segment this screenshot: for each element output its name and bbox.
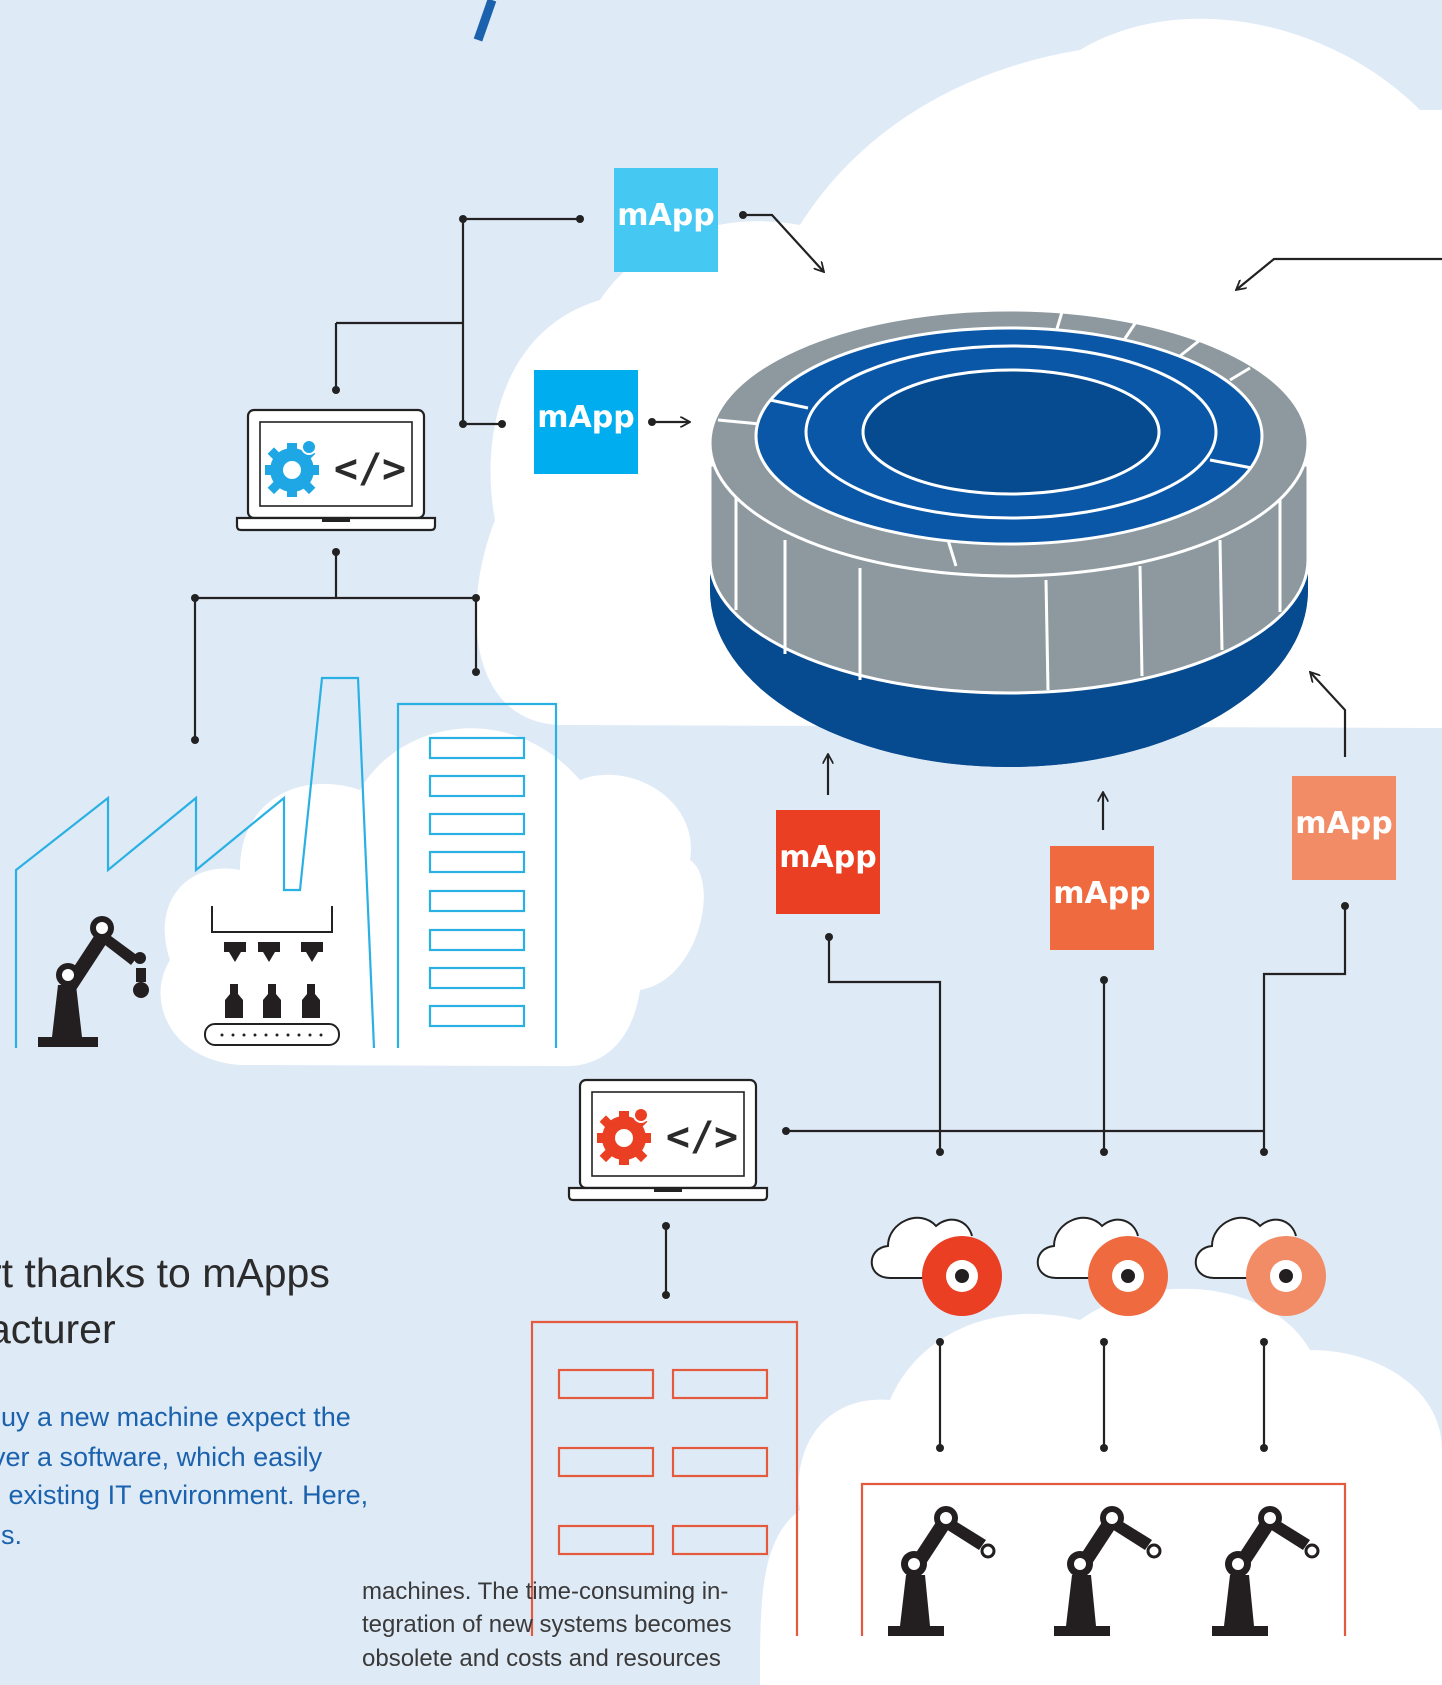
factory-outline-icon: [14, 676, 558, 1049]
article-heading-line-2: acturer: [0, 1306, 116, 1352]
industrial-robot-arm-icon: [888, 1506, 996, 1636]
factory-cloud: [160, 728, 704, 1067]
article-intro-line-2: iver a software, which easily: [0, 1442, 323, 1472]
mapp-label: mApp: [1053, 876, 1150, 911]
mapp-tile-red[interactable]: mApp: [776, 810, 880, 914]
plant-building-outline: [530, 1320, 799, 1636]
mapp-tile-orange[interactable]: mApp: [1050, 846, 1154, 950]
code-symbol: </>: [334, 446, 406, 492]
connector-dots: [191, 211, 1349, 1452]
article-body-line-3: obsolete and costs and resources: [362, 1645, 721, 1672]
article-body-line-1: machines. The time-consuming in-: [362, 1578, 729, 1605]
red-gear-icon: [597, 1107, 651, 1165]
mapp-tile-left[interactable]: mApp: [534, 370, 638, 474]
article-intro-line-4: es.: [0, 1520, 23, 1550]
title-fragment-icon: [473, 0, 497, 42]
connector-lines: [193, 213, 1442, 1448]
industrial-robot-arm-icon: [38, 916, 149, 1047]
industrial-robot-arm-icon: [1212, 1506, 1320, 1636]
cloud-connected-device-icon: [870, 1216, 1002, 1316]
mapp-label: mApp: [779, 840, 876, 875]
article-heading-line-1: rt thanks to mApps: [0, 1250, 330, 1296]
industrial-robot-arm-icon: [1054, 1506, 1162, 1636]
mapp-label: mApp: [1295, 806, 1392, 841]
mapp-label: mApp: [537, 400, 634, 435]
bottling-line-icon: [204, 906, 340, 1046]
code-symbol: </>: [666, 1114, 738, 1160]
laptop-gear-code-icon: </>: [235, 408, 437, 532]
mapp-label: mApp: [617, 198, 714, 233]
mapp-tile-top[interactable]: mApp: [614, 168, 718, 272]
mapp-tile-salmon[interactable]: mApp: [1292, 776, 1396, 880]
article-intro-line-1: buy a new machine expect the: [0, 1402, 351, 1432]
article-intro-line-3: e existing IT environment. Here,: [0, 1480, 369, 1510]
article-body-line-2: tegration of new systems becomes: [362, 1611, 732, 1638]
cloud-platform-ring-icon: [708, 308, 1310, 767]
laptop-gear-code-icon: </>: [567, 1078, 769, 1202]
robot-cell-cloud: [760, 1288, 1442, 1685]
blue-gear-icon: [265, 439, 319, 497]
cloud-connected-device-icon: [1036, 1216, 1168, 1316]
robot-cell-frame: [860, 1482, 1347, 1636]
cloud-connected-device-icon: [1194, 1216, 1326, 1316]
